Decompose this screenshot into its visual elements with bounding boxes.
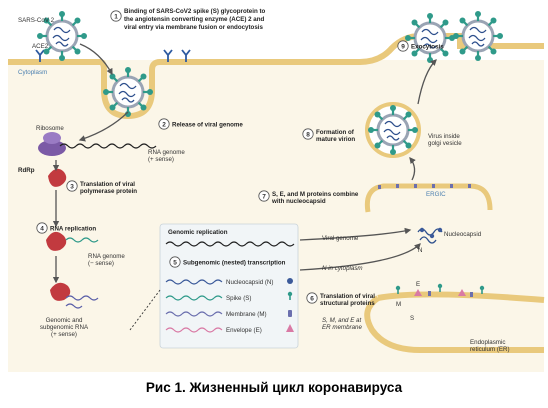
legend-strand-e — [165, 327, 223, 333]
step-8-number: 8 — [306, 131, 310, 138]
ribosome-label: Ribosome — [36, 125, 64, 132]
golgi-virion — [366, 103, 420, 157]
cytoplasm-label: Cytoplasm — [18, 69, 47, 76]
step-1-line-2: the angiotensin converting enzyme (ACE) … — [124, 16, 264, 23]
smeer-line-2: ER membrane — [322, 324, 362, 331]
rna-genome-strand — [59, 143, 157, 149]
step-8-line-1: Formation of — [316, 129, 355, 136]
legend-strand-n — [165, 279, 223, 285]
step-5-number: 5 — [173, 259, 177, 266]
step-7-line-1: S, E, and M proteins combine — [272, 191, 359, 198]
virus-golgi-line-2: golgi vesicle — [428, 140, 462, 147]
step-2-number: 2 — [162, 121, 166, 128]
ergic-label: ERGIC — [426, 191, 446, 198]
virus-golgi-line-1: Virus inside — [428, 133, 460, 140]
er-membrane-top — [377, 291, 545, 303]
minus-sense-strand — [65, 237, 99, 243]
step-3-line-1: Translation of viral — [80, 181, 135, 188]
sars-cov2-label: SARS-CoV 2 — [18, 17, 55, 24]
legend-envelope-label: Envelope (E) — [226, 327, 262, 334]
step-7-number: 7 — [262, 193, 266, 200]
step-6-line-1: Translation of viral — [320, 293, 375, 300]
step-2-line-1: Release of viral genome — [172, 122, 243, 129]
subgenomic-strands — [65, 295, 99, 309]
rdrp-label: RdRp — [18, 167, 35, 174]
genomic-sub-line-3: (+ sense) — [51, 331, 77, 338]
legend-nucleocapsid-label: Nucleocapsid (N) — [226, 279, 273, 286]
step-8-line-2: mature virion — [316, 136, 355, 143]
transcription-rdrp-icon — [50, 282, 71, 301]
step-6-number: 6 — [310, 295, 314, 302]
nucleocapsid-label: Nucleocapsid — [444, 231, 482, 238]
step-4-number: 4 — [40, 225, 44, 232]
step-5-line-1: Subgenomic (nested) transcription — [183, 260, 286, 267]
legend-membrane-label: Membrane (M) — [226, 311, 267, 318]
er-line-1: Endoplasmic — [470, 339, 505, 346]
legend-strand-m — [165, 311, 223, 317]
rdrp-protein-icon — [48, 168, 67, 187]
smeer-line-1: S, M, and E at — [322, 317, 361, 324]
genomic-sub-line-2: subgenomic RNA — [40, 324, 89, 331]
ergic-membrane-proteins — [378, 184, 471, 189]
ergic-membrane — [364, 183, 493, 213]
step-4-line-1: RNA replication — [50, 226, 96, 233]
er-membrane — [364, 295, 544, 353]
rna-genome-minus-sense: (− sense) — [88, 260, 114, 267]
cell-membrane — [8, 33, 544, 120]
step-1-line-1: Binding of SARS-CoV2 spike (S) glycoprot… — [124, 8, 266, 15]
replication-rdrp-icon — [46, 231, 67, 251]
rna-genome-plus-label: RNA genome — [148, 149, 185, 156]
endocytosed-virion — [101, 65, 155, 119]
ace2-label: ACE2 — [32, 43, 49, 50]
nucleocapsid-legend-icon — [287, 278, 293, 284]
genomic-strand — [165, 241, 295, 247]
step-7-line-2: with nucleocapsid — [271, 198, 326, 205]
exocytosed-virion-2 — [451, 9, 505, 63]
legend-spike-label: Spike (S) — [226, 295, 251, 302]
step-1-line-3: viral entry via membrane fusion or endoc… — [124, 24, 263, 31]
panel-connector — [129, 289, 161, 331]
step-9-number: 9 — [401, 43, 405, 50]
step-6-line-2: structural proteins — [320, 300, 375, 307]
er-line-2: reticulum (ER) — [470, 346, 510, 353]
er-structural-proteins — [394, 282, 486, 297]
rna-genome-minus-label: RNA genome — [88, 253, 125, 260]
m-marker: M — [396, 301, 401, 308]
exocytosed-virion-1 — [403, 11, 457, 65]
genomic-sub-line-1: Genomic and — [46, 317, 83, 324]
n-marker: N — [418, 247, 422, 254]
s-marker: S — [410, 315, 414, 322]
transcription-panel — [159, 223, 299, 349]
nucleocapsid-icon — [417, 227, 443, 244]
genomic-replication-title: Genomic replication — [168, 229, 228, 236]
ribosome-icon — [38, 132, 66, 156]
envelope-legend-icon — [286, 324, 294, 332]
e-marker: E — [416, 281, 420, 288]
n-in-cytoplasm-label: N in cytoplasm — [322, 265, 363, 272]
step-3-number: 3 — [70, 183, 74, 190]
legend-strand-s — [165, 295, 223, 301]
membrane-legend-icon — [288, 310, 292, 317]
figure-caption: Рис 1. Жизненный цикл коронавируса — [146, 380, 403, 395]
ace2-receptors — [35, 49, 191, 62]
viral-genome-label: Viral genome — [322, 235, 359, 242]
step-markers — [36, 10, 409, 304]
step-1-number: 1 — [114, 13, 118, 20]
step-9-line-1: Exocytosis — [411, 44, 444, 51]
step-3-line-2: polymerase protein — [80, 188, 137, 195]
rna-genome-plus-sense: (+ sense) — [148, 156, 174, 163]
